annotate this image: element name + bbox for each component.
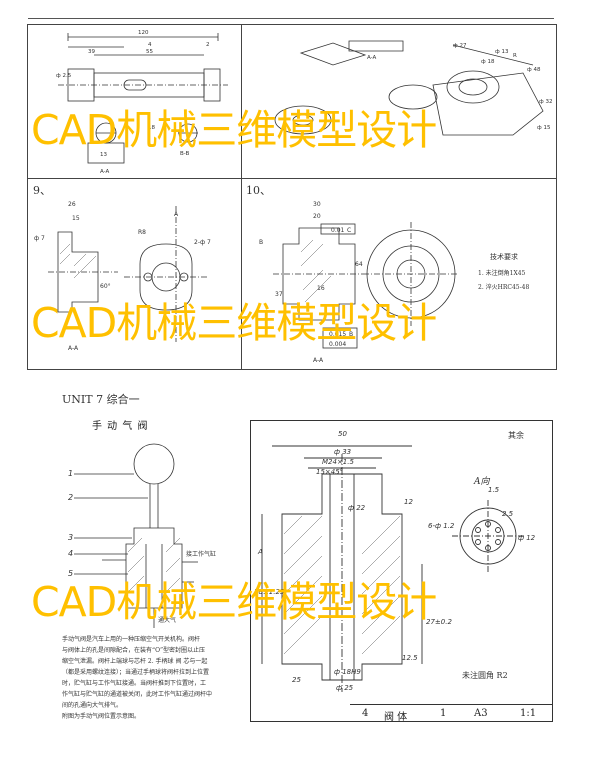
valve-description-line: 手动气阀是汽车上用的一种压缩空气开关机构。阀杆	[62, 636, 201, 643]
body-section-a: A	[257, 548, 263, 556]
exercise-label-9: 9、	[33, 184, 51, 197]
title-block	[350, 704, 553, 722]
body-dim-50: 50	[338, 430, 347, 438]
title-block-qty: 1	[440, 708, 447, 719]
body-dim-38: 38±1.25	[254, 588, 285, 596]
tech-requirement-1: 1. 未注倒角1X45	[478, 270, 526, 277]
grid-divider-vertical	[241, 24, 242, 370]
hub-dim-64: 64	[355, 261, 363, 268]
unit-heading: UNIT 7 综合一	[62, 393, 140, 406]
bracket-dim-48: ф 48	[527, 67, 541, 73]
body-dim-25: 25	[292, 676, 301, 684]
body-dim-18h9: ф 18H9	[334, 668, 361, 676]
body-dim-27: 27±0.2	[426, 618, 452, 626]
valve-title: 手 动 气 阀	[92, 421, 149, 432]
valve-assembly-drawing: 1 2 3 4 5 接工作气缸 通大气	[68, 443, 216, 628]
shaft-section-aa: A-A	[100, 169, 110, 175]
body-roughness-125: 12.5	[402, 654, 418, 662]
hub-dim-37: 37	[275, 291, 283, 298]
callout-3: 3	[68, 533, 73, 542]
valve-description: 手动气阀是汽车上用的一种压缩空气开关机构。阀杆 与阀体上的孔是间隙配合，在装有“…	[62, 634, 212, 722]
shaft-dim-13: 13	[100, 152, 107, 158]
valve-description-line: 附图为手动气阀位置示意图。	[62, 713, 141, 720]
valve-description-line: 间的孔通向大气排气。	[62, 702, 123, 709]
hub-drawing: 30 20 0.01 C B 16 37 64 0.015 B 0.004 A-…	[259, 201, 459, 364]
hub-datum-b: B	[259, 239, 263, 246]
callout-1: 1	[68, 469, 73, 478]
flange-dim-60deg: 60°	[100, 283, 111, 290]
shaft-dim-18: 18	[148, 125, 155, 131]
hub-tol-datum-c: C	[347, 227, 351, 234]
hub-tol-0004: 0.004	[329, 341, 346, 348]
a-view-dim-holes: 6-ф 1.2	[428, 522, 455, 530]
hub-section-aa: A-A	[313, 357, 324, 364]
title-block-name: 阀 体	[384, 712, 408, 723]
flange-dim-7: ф 7	[34, 235, 45, 242]
shaft-dim-dia: ф 2.5	[56, 73, 72, 79]
valve-body-drawing: 50 ф 33 M24×1.5 15×45° ф 22 ф 25 ф 18H9 …	[254, 430, 536, 692]
shaft-dim-length: 120	[138, 30, 149, 36]
roughness-note: 其余	[508, 431, 524, 440]
shaft-dim-2: 2	[206, 42, 210, 48]
hub-dim-30: 30	[313, 201, 321, 208]
bracket-dim-15: ф 15	[537, 125, 551, 131]
a-view-dim-25: 2.5	[502, 510, 514, 518]
title-block-scale: 1:1	[520, 708, 537, 719]
exercise-label-10: 10、	[246, 184, 271, 197]
callout-4: 4	[68, 549, 73, 558]
a-view-label: A向	[474, 477, 490, 487]
callout-5: 5	[68, 569, 73, 578]
bracket-isometric-drawing: A-A ф 27 ф 18 ф 13 R ф 48 ф 32 ф 15	[274, 40, 552, 136]
hub-dim-16: 16	[317, 285, 325, 292]
valve-description-line: 作气缸与贮气缸的通道被关闭，此时工作气缸通过阀杆中	[62, 691, 213, 698]
valve-description-line: 与阀体上的孔是间隙配合，在装有“O”型密封圈以止压	[62, 647, 206, 654]
a-view-dim-15: 1.5	[488, 486, 500, 494]
shaft-dim-39: 39	[88, 49, 95, 55]
valve-body-drawing-frame	[250, 420, 553, 722]
shaft-section-bb: B-B	[180, 151, 190, 157]
flange-dim-26: 26	[68, 201, 76, 208]
tech-requirement-2: 2. 淬火HRC45-48	[478, 284, 530, 291]
body-dim-22: ф 22	[348, 504, 366, 512]
bracket-dim-27: ф 27	[453, 43, 467, 49]
title-block-size: A3	[474, 708, 488, 719]
shaft-drawing: 120 4 39 55 2 ф 2.5 18 A-A B-B 13	[56, 30, 228, 175]
valve-description-line: 时，贮气缸与工作气缸接通。当阀杆推到下位置时，工	[62, 680, 207, 687]
shaft-dim-55: 55	[146, 49, 153, 55]
a-view-dim-12: ф 12	[518, 534, 536, 542]
grid-divider-horizontal	[27, 178, 557, 179]
hub-tol-datum-b: B	[349, 331, 353, 338]
bracket-dim-r: R	[513, 53, 517, 59]
flange-drawing: 26 15 A ф 7 60° R8 2-ф 7 A-A	[34, 201, 211, 352]
exercise-grid	[27, 24, 557, 370]
body-dim-33: ф 33	[334, 448, 351, 456]
shaft-dim-4: 4	[148, 42, 152, 48]
hub-tol-001: 0.01	[331, 227, 345, 234]
bracket-dim-13: ф 13	[495, 49, 509, 55]
hub-tol-0015: 0.015	[329, 331, 346, 338]
title-block-no: 4	[362, 708, 369, 719]
bracket-section-aa: A-A	[367, 55, 377, 61]
label-atmosphere: 通大气	[158, 616, 176, 624]
flange-dim-15: 15	[72, 215, 80, 222]
flange-view-a: A	[174, 211, 179, 218]
bracket-dim-18: ф 18	[481, 59, 495, 65]
callout-2: 2	[68, 493, 73, 502]
hub-dim-20: 20	[313, 213, 321, 220]
valve-description-line: 缩空气泄漏。阀杆上端球与芯杆 2. 手柄球 阀 芯与一起	[62, 658, 208, 665]
body-dim-chamfer: 15×45°	[316, 468, 343, 476]
label-working-cylinder: 接工作气缸	[186, 550, 216, 558]
flange-section-aa: A-A	[68, 345, 79, 352]
flange-dim-r8: R8	[138, 229, 146, 236]
flange-dim-holes: 2-ф 7	[194, 239, 211, 246]
fillet-note: 未注圆角 R2	[462, 671, 508, 680]
valve-description-line: （都是采用螺纹连接）；当通过手柄球将阀杆拉到上位置	[62, 669, 210, 676]
top-rule	[28, 18, 554, 19]
tech-requirements-title: 技术要求	[490, 253, 518, 261]
bracket-dim-32: ф 32	[539, 99, 552, 105]
body-dim-12: 12	[404, 498, 413, 506]
body-dim-thread: M24×1.5	[322, 458, 354, 466]
body-dim-25-dia: ф 25	[336, 684, 354, 692]
